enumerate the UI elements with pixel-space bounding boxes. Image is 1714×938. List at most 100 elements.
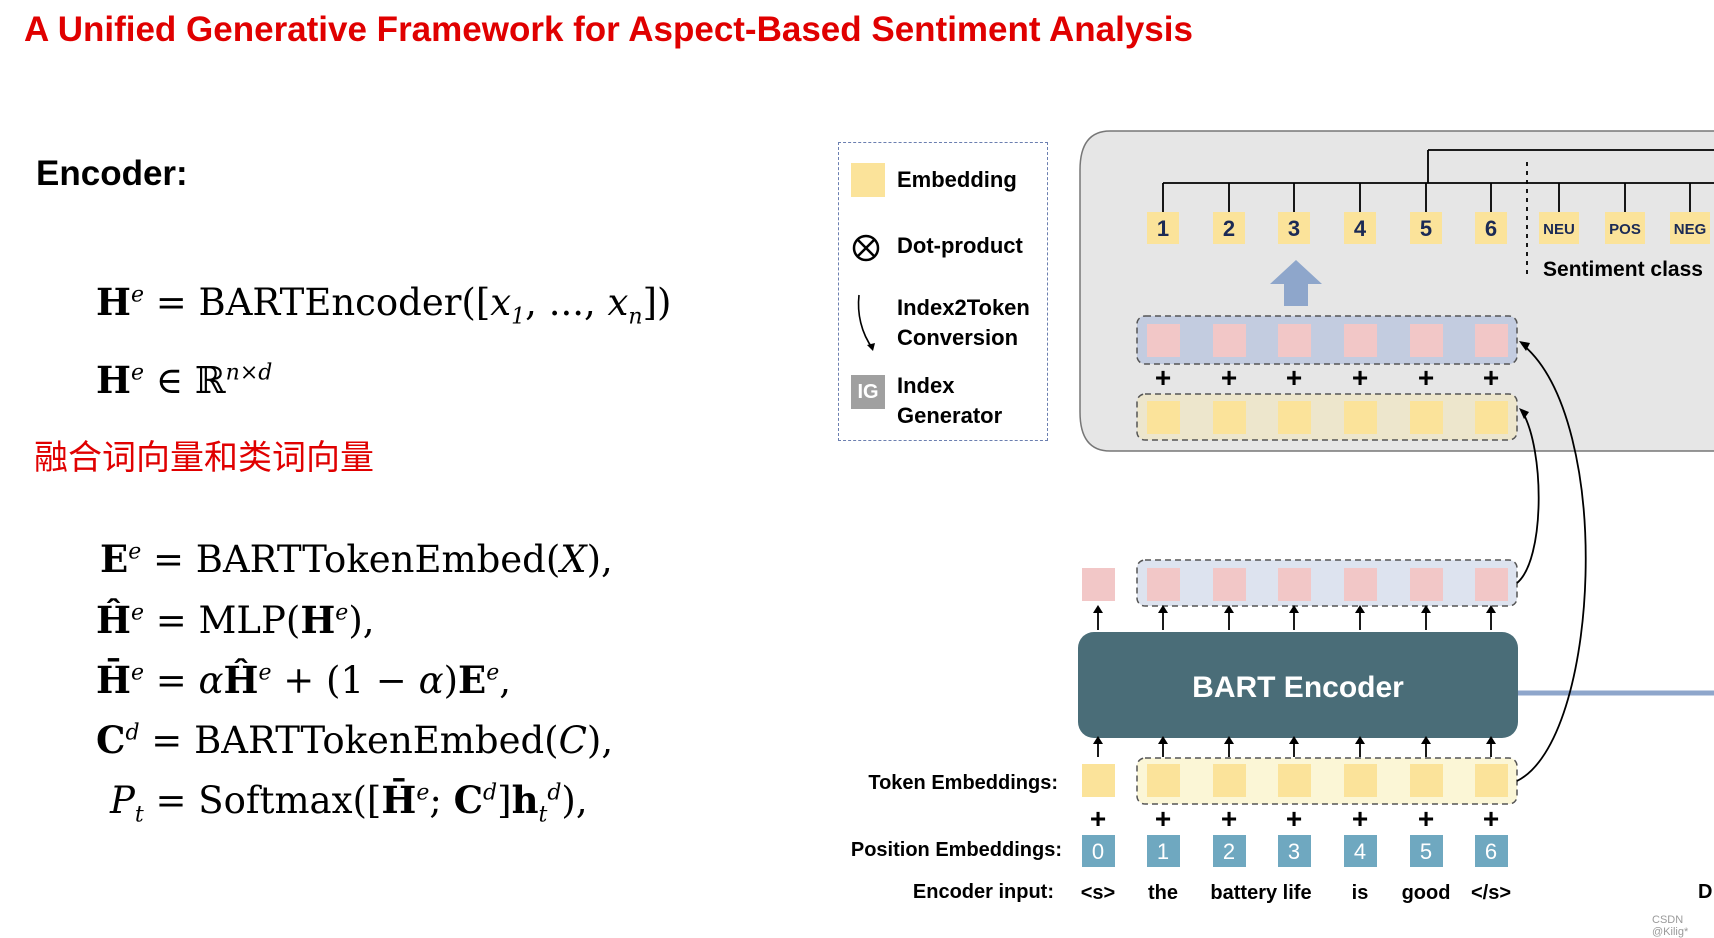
plus-sign: +: [1352, 362, 1368, 393]
decoder-embedding-cells: [1147, 401, 1508, 434]
plus-sign: +: [1352, 803, 1368, 834]
input-arrowhead: [1224, 736, 1234, 744]
top-index-label: 5: [1420, 216, 1432, 241]
top-index-box: [1147, 212, 1179, 244]
top-index-box: [1278, 212, 1310, 244]
index2token-arrows: [1516, 343, 1587, 782]
cut-off-text: D: [1698, 881, 1712, 903]
decoder-embedding-cell: [1410, 401, 1443, 434]
position-embeddings-label: Position Embeddings:: [851, 839, 1062, 861]
top-index-label: 4: [1354, 216, 1367, 241]
token-embedding-cell: [1147, 764, 1180, 797]
encoder-output-cell: [1213, 568, 1246, 601]
encoder-output-arrows: [1093, 605, 1496, 630]
decoder-embedding-cell: [1147, 401, 1180, 434]
token-embedding-cell: [1475, 764, 1508, 797]
encoder-input-token: battery life: [1210, 882, 1311, 904]
legend-box: Embedding Dot-product Index2Token Conver…: [838, 142, 1048, 441]
encoder-input-token: </s>: [1471, 882, 1511, 904]
decoder-embedding-cell: [1344, 401, 1377, 434]
bos-hidden-cell: [1082, 568, 1115, 601]
plus-sign: +: [1418, 362, 1434, 393]
position-index-label: 1: [1157, 839, 1169, 864]
token-embedding-cells: [1147, 764, 1508, 797]
output-arrowhead: [1224, 605, 1234, 613]
top-index-box: [1475, 212, 1507, 244]
decoder-embedding-cell: [1475, 401, 1508, 434]
position-index-label: 0: [1092, 839, 1104, 864]
plus-sign: +: [1418, 803, 1434, 834]
watermark: CSDN @Kilig*: [1652, 914, 1689, 938]
legend-index-generator-line2: Generator: [897, 403, 1003, 428]
decoder-panel: [1079, 130, 1714, 452]
equation-encoder-shape: He ∈ ℝn×d: [96, 358, 273, 402]
position-embedding-cell: [1278, 835, 1311, 867]
position-embedding-cell: [1147, 835, 1180, 867]
encoder-input-label: Encoder input:: [913, 881, 1054, 903]
encoder-output-cell: [1147, 568, 1180, 601]
position-embedding-cell: [1082, 835, 1115, 867]
bart-encoder-label: BART Encoder: [1192, 671, 1404, 704]
position-index-label: 3: [1288, 839, 1300, 864]
decoder-hidden-cell: [1475, 324, 1508, 357]
encoder-heading: Encoder:: [36, 154, 188, 193]
plus-sign: +: [1221, 362, 1237, 393]
plus-sign: +: [1483, 362, 1499, 393]
chinese-heading: 融合词向量和类词向量: [34, 438, 374, 478]
equation-softmax: Pt = Softmax([H̄e; Cd]htd),: [110, 778, 588, 828]
encoder-input-token: good: [1402, 882, 1451, 904]
sentiment-box: [1539, 212, 1579, 244]
top-index-box: [1213, 212, 1245, 244]
output-arrowhead: [1158, 605, 1168, 613]
encoder-output-cell: [1344, 568, 1377, 601]
token-embedding-cell: [1213, 764, 1246, 797]
equation-token-embed: Ee = BARTTokenEmbed(X),: [100, 537, 613, 581]
top-index-label: 1: [1157, 216, 1169, 241]
plus-sign: +: [1155, 362, 1171, 393]
position-index-label: 6: [1485, 839, 1497, 864]
sentiment-box: [1670, 212, 1710, 244]
token-embedding-cell: [1344, 764, 1377, 797]
up-arrow-icon: [1270, 260, 1322, 306]
top-index-label: 3: [1288, 216, 1300, 241]
top-index-boxes: 1 2 3 4 5 6: [1147, 183, 1507, 244]
plus-sign: +: [1221, 803, 1237, 834]
plus-sign: +: [1286, 803, 1302, 834]
top-index-label: 2: [1223, 216, 1235, 241]
decoder-embedding-cell: [1213, 401, 1246, 434]
dot-product-icon: [852, 234, 880, 262]
encoder-input-arrows: [1093, 736, 1496, 757]
encoder-output-row: [1136, 559, 1518, 607]
position-embedding-cell: [1410, 835, 1443, 867]
decoder-hidden-cell: [1278, 324, 1311, 357]
encoder-output-cell: [1475, 568, 1508, 601]
position-index-label: 5: [1420, 839, 1432, 864]
output-arrowhead: [1355, 605, 1365, 613]
bart-encoder-block: [1078, 632, 1518, 738]
top-index-label: 6: [1485, 216, 1497, 241]
encoder-output-cell: [1410, 568, 1443, 601]
plus-sign: +: [1286, 362, 1302, 393]
decoder-embedding-cell: [1278, 401, 1311, 434]
legend-index2token-line1: Index2Token: [897, 295, 1030, 320]
token-plus-signs: +++++++: [1090, 803, 1499, 834]
position-embedding-cell: [1213, 835, 1246, 867]
arrowhead-lower: [1519, 408, 1529, 419]
index-bracket: [1163, 149, 1714, 184]
legend-index-generator-line1: Index: [897, 373, 955, 398]
token-embeddings-label: Token Embeddings:: [868, 772, 1058, 794]
decoder-plus-signs: + + + + + +: [1155, 362, 1499, 393]
position-index-label: 4: [1354, 839, 1366, 864]
output-arrowhead: [1486, 605, 1496, 613]
plus-sign: +: [1483, 803, 1499, 834]
decoder-hidden-cell: [1344, 324, 1377, 357]
top-index-box: [1344, 212, 1376, 244]
encoder-input-token: the: [1148, 882, 1178, 904]
sentiment-label: NEG: [1674, 221, 1707, 238]
top-index-box: [1410, 212, 1442, 244]
encoder-input-token: <s>: [1081, 882, 1115, 904]
